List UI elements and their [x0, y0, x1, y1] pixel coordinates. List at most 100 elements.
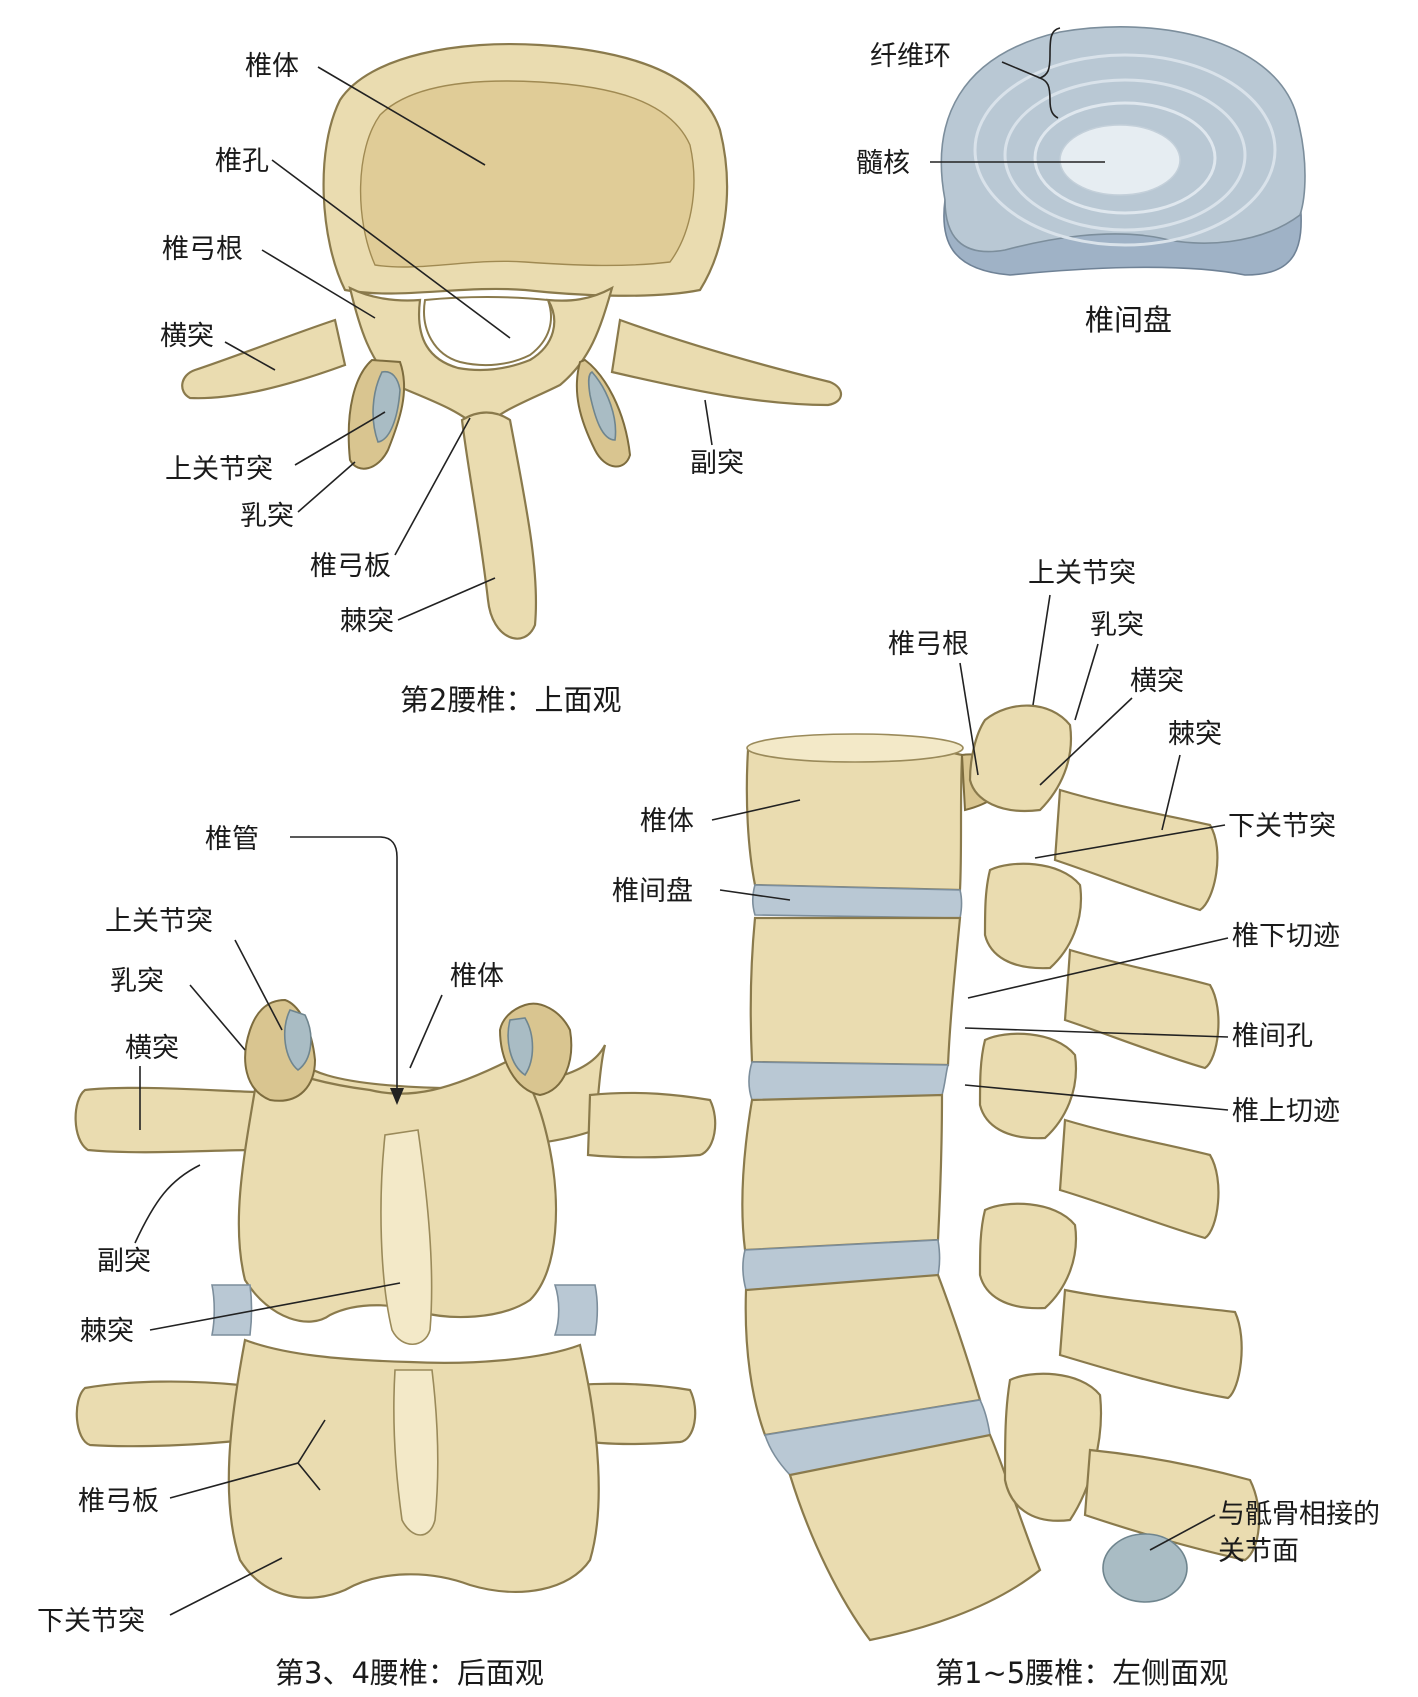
leader-lat-inferior-vertebral-notch: [967, 937, 1229, 999]
label-pedicle: 椎弓根: [162, 234, 243, 265]
leader-lat-spinous-process: [1161, 754, 1181, 831]
leader-post-lamina: [169, 1419, 326, 1499]
lateral-arch-l3-shape: [978, 1032, 1078, 1140]
leader-accessory-process: [704, 399, 713, 446]
leader-annulus-fibrosus: [1001, 61, 1041, 79]
lateral-spinous-l2-shape: [1063, 948, 1220, 1070]
label-lat-spinous-process: 棘突: [1168, 719, 1222, 750]
leader-post-mammillary-process: [189, 984, 246, 1051]
lateral-body-l1-top: [746, 733, 964, 763]
label-lat-inferior-vertebral-notch: 椎下切迹: [1232, 921, 1340, 952]
annulus-ring-2: [1003, 78, 1247, 232]
label-post-transverse-process: 横突: [125, 1033, 179, 1064]
figure-disc-view: 纤维环 髓核 椎间盘: [856, 26, 1306, 337]
leader-lat-superior-vertebral-notch: [964, 1084, 1229, 1111]
lower-spinous-shape: [393, 1369, 439, 1536]
label-lat-vertebral-body: 椎体: [640, 806, 694, 837]
label-post-vertebral-body: 椎体: [450, 961, 504, 992]
canal-arrowhead: [390, 1088, 404, 1105]
vertebral-foramen-shape: [423, 296, 552, 367]
leader-lat-mammillary-process: [1074, 643, 1099, 721]
leader-lat-intervertebral-foramen: [964, 1027, 1229, 1038]
lateral-disc-2-shape: [748, 1061, 950, 1101]
lateral-spinous-l4-shape: [1058, 1288, 1243, 1400]
figure-superior-view: 椎体 椎孔 椎弓根 横突 上关节突 乳突 椎弓板 棘突 副突 第2腰椎：上面观: [160, 42, 843, 717]
leader-lat-inferior-articular-process: [1034, 824, 1226, 859]
facet-right-shape: [587, 371, 617, 441]
lateral-arch-l1-shape: [968, 704, 1073, 813]
figure-posterior-view: 椎管 上关节突 乳突 横突 椎体 副突 棘突 椎弓板 下关节突 第3、4腰椎：后…: [37, 824, 717, 1690]
leader-lamina: [394, 417, 471, 556]
figure-lateral-view: 上关节突 椎弓根 乳突 横突 棘突 椎体 下关节突 椎间盘 椎下切迹 椎间孔 椎…: [612, 558, 1380, 1690]
label-lat-pedicle: 椎弓根: [888, 629, 969, 660]
label-post-superior-articular-process: 上关节突: [105, 906, 213, 937]
transverse-process-left-shape: [181, 318, 347, 400]
label-lamina: 椎弓板: [310, 551, 391, 582]
label-post-accessory-process: 副突: [97, 1246, 151, 1277]
leader-mammillary-process: [297, 461, 356, 513]
label-accessory-process: 副突: [690, 448, 744, 479]
label-spinous-process: 棘突: [340, 606, 394, 637]
lower-transverse-right-shape: [573, 1382, 697, 1446]
spongy-bone-shape: [359, 80, 695, 268]
upper-facet-right-shape: [507, 1017, 534, 1077]
leader-transverse-process: [224, 341, 276, 371]
label-lat-intervertebral-foramen: 椎间孔: [1232, 1021, 1313, 1052]
label-lat-superior-articular-process: 上关节突: [1028, 558, 1136, 589]
lateral-sacral-facet-shape: [1102, 1533, 1188, 1603]
caption-disc-view: 椎间盘: [1085, 303, 1172, 337]
label-vertebral-canal: 椎管: [205, 824, 259, 855]
label-post-inferior-articular-process: 下关节突: [37, 1606, 145, 1637]
leader-post-vertebral-body: [409, 994, 443, 1069]
label-lat-sacral-facet-line2: 关节面: [1218, 1536, 1299, 1567]
annulus-ring-1: [973, 53, 1277, 247]
nucleus-pulposus-shape: [1059, 124, 1181, 196]
caption-posterior-view: 第3、4腰椎：后面观: [275, 1656, 544, 1690]
caption-lateral-view: 第1~5腰椎：左侧面观: [935, 1656, 1228, 1690]
leader-lat-superior-articular-process: [1032, 594, 1051, 706]
upper-facet-left-shape: [283, 1009, 312, 1071]
leader-post-spinous-process: [149, 1282, 401, 1331]
label-mammillary-process: 乳突: [240, 501, 294, 532]
label-nucleus-pulposus: 髓核: [856, 148, 910, 179]
leader-lat-pedicle: [959, 662, 979, 776]
label-transverse-process: 横突: [160, 321, 214, 352]
upper-transverse-right-shape: [586, 1091, 717, 1159]
label-annulus-fibrosus: 纤维环: [870, 41, 951, 72]
label-vertebral-body: 椎体: [245, 51, 299, 82]
leader-lat-sacral-facet: [1149, 1514, 1216, 1551]
label-lat-transverse-process: 横突: [1130, 666, 1184, 697]
facet-left-shape: [372, 370, 401, 443]
leader-post-superior-articular-process: [234, 939, 283, 1031]
label-post-mammillary-process: 乳突: [110, 966, 164, 997]
lateral-spinous-l3-shape: [1058, 1118, 1220, 1240]
upper-transverse-left-shape: [74, 1086, 260, 1154]
label-lat-mammillary-process: 乳突: [1090, 610, 1144, 641]
leader-lat-intervertebral-disc: [719, 889, 791, 901]
leader-pedicle: [261, 249, 376, 319]
leader-vertebral-body: [317, 66, 486, 166]
label-superior-articular-process: 上关节突: [165, 454, 273, 485]
leader-vertebral-foramen: [271, 159, 511, 339]
leader-spinous-process: [397, 577, 496, 621]
posterior-disc-right-shape: [553, 1284, 599, 1336]
lateral-arch-l4-shape: [978, 1202, 1078, 1310]
annulus-ring-3: [1033, 101, 1217, 215]
label-lat-superior-vertebral-notch: 椎上切迹: [1232, 1096, 1340, 1127]
lower-transverse-left-shape: [75, 1380, 247, 1448]
label-lat-inferior-articular-process: 下关节突: [1228, 811, 1336, 842]
lateral-arch-l5-shape: [1003, 1372, 1103, 1522]
transverse-process-right-shape: [610, 318, 843, 407]
label-post-lamina: 椎弓板: [78, 1486, 159, 1517]
vertebral-arch-shape: [348, 285, 614, 432]
caption-superior-view: 第2腰椎：上面观: [400, 683, 621, 717]
lateral-disc-1-shape: [751, 884, 963, 919]
lateral-body-l3-shape: [741, 1093, 944, 1252]
leader-lat-transverse-process: [1039, 697, 1133, 786]
leader-post-inferior-articular-process: [169, 1557, 283, 1616]
spinous-process-shape: [460, 411, 538, 640]
posterior-disc-left-shape: [211, 1284, 253, 1336]
label-lat-intervertebral-disc: 椎间盘: [612, 876, 693, 907]
upper-spinous-shape: [380, 1129, 433, 1345]
